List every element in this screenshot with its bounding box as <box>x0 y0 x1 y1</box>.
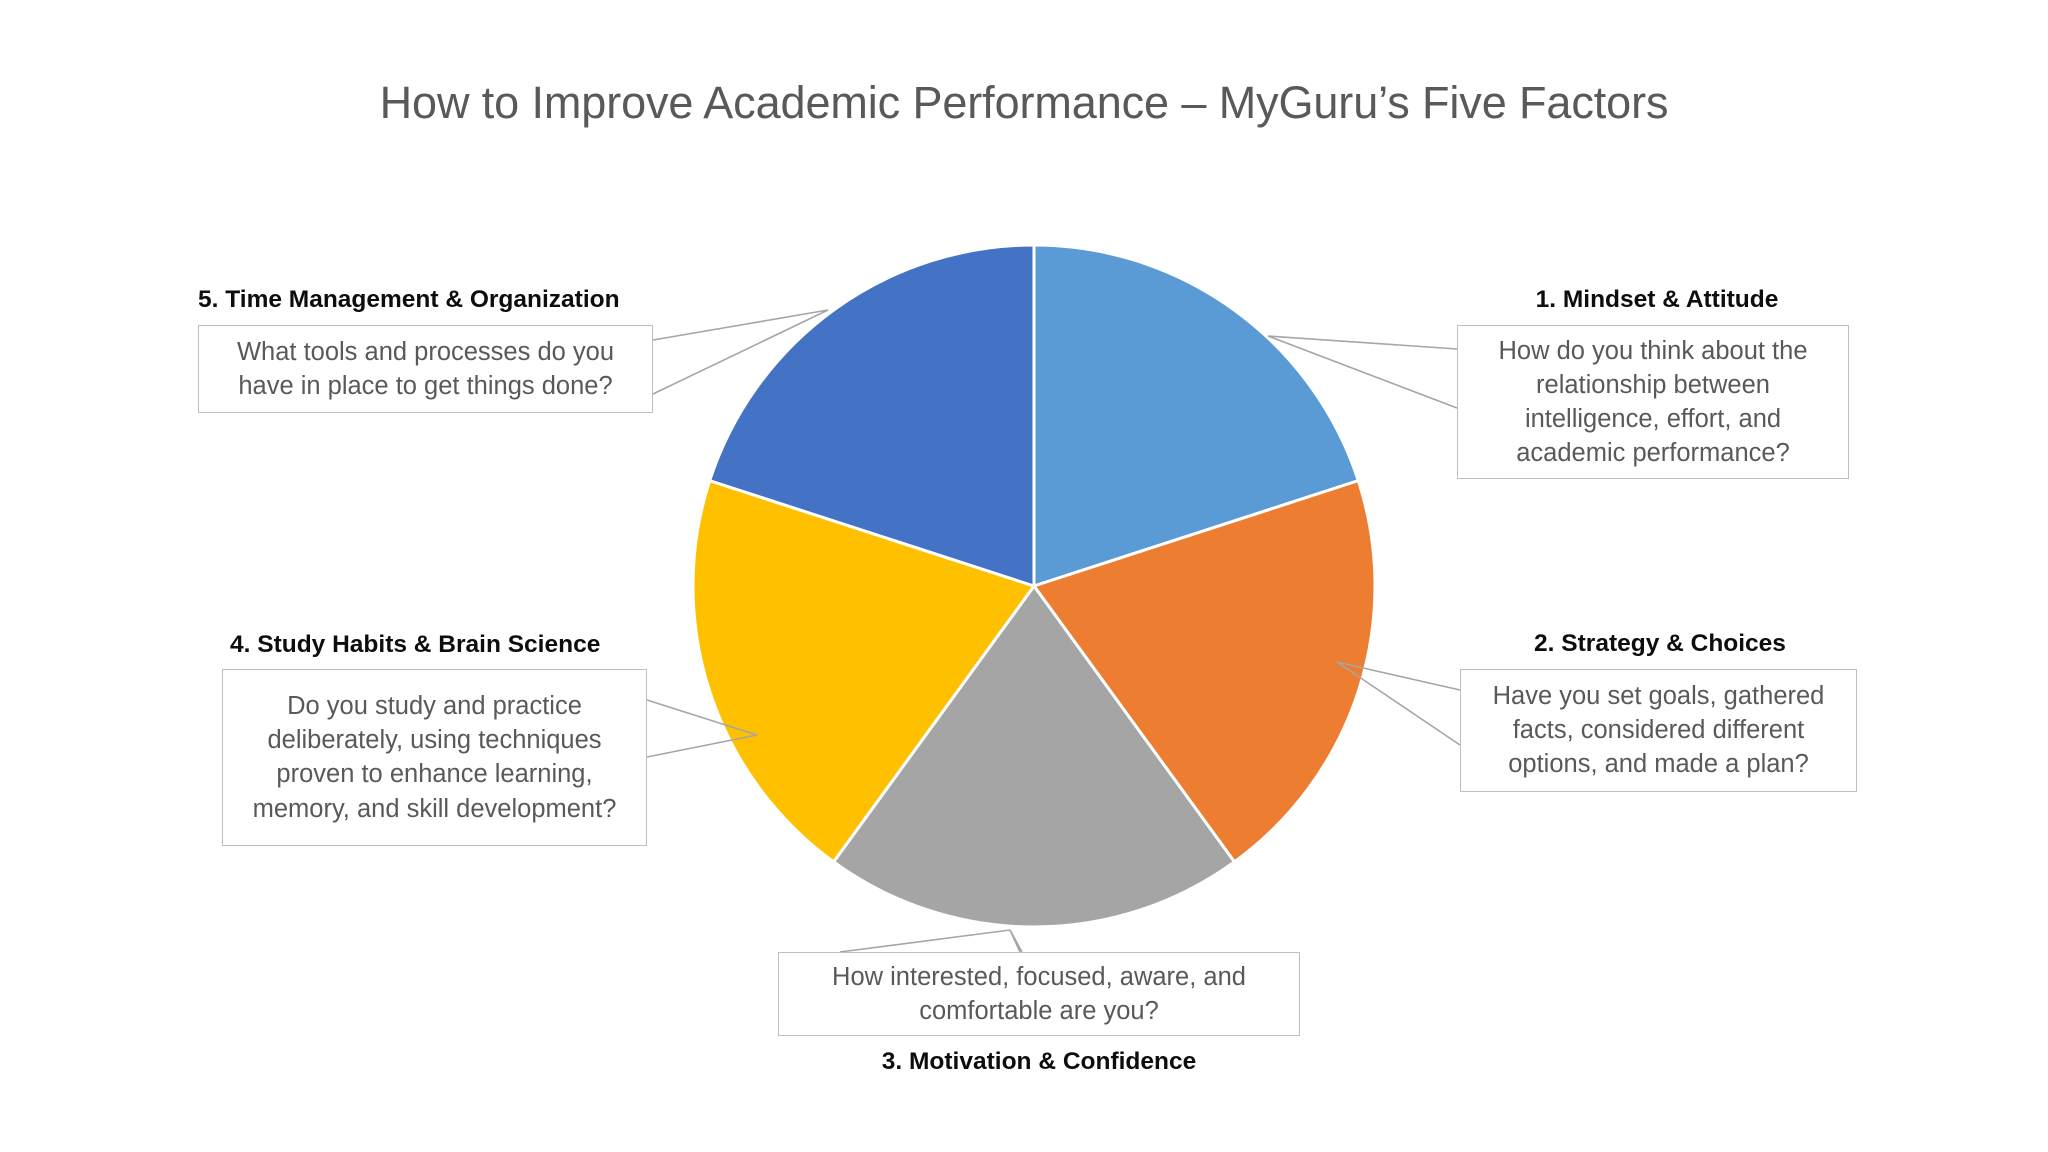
callout-text-strategy-choices: Have you set goals, gathered facts, cons… <box>1492 682 1825 779</box>
callout-heading-mindset-attitude: 1. Mindset & Attitude <box>1535 286 1779 313</box>
callout-text-mindset-attitude: How do you think about the relationship … <box>1498 336 1808 468</box>
pie-slice-4-study-habits-brain-science[interactable] <box>691 478 1037 864</box>
pie-slices <box>691 243 1377 929</box>
callout-heading-motivation-confidence: 3. Motivation & Confidence <box>881 1048 1197 1075</box>
callout-study-habits-brain-science: 4. Study Habits & Brain Science Do you s… <box>222 630 652 846</box>
callout-box-time-management-organization: What tools and processes do you have in … <box>198 324 653 413</box>
callout-box-mindset-attitude: How do you think about the relationship … <box>1457 324 1849 479</box>
callout-mindset-attitude: 1. Mindset & Attitude How do you think a… <box>1457 285 1857 479</box>
pie-slice-1-mindset-attitude[interactable] <box>1032 243 1361 589</box>
callout-text-motivation-confidence: How interested, focused, aware, and comf… <box>832 962 1246 1025</box>
leader-line-factor-3 <box>839 929 1023 953</box>
pie-slice-3-motivation-confidence[interactable] <box>831 583 1237 929</box>
callout-strategy-choices: 2. Strategy & Choices Have you set goals… <box>1460 629 1860 792</box>
callout-box-motivation-confidence: How interested, focused, aware, and comf… <box>778 952 1300 1036</box>
callout-box-strategy-choices: Have you set goals, gathered facts, cons… <box>1460 668 1857 792</box>
callout-heading-strategy-choices: 2. Strategy & Choices <box>1534 630 1786 657</box>
pie-slice-5-time-management-organization[interactable] <box>707 243 1036 589</box>
callout-time-management-organization: 5. Time Management & Organization What t… <box>198 285 658 413</box>
callout-motivation-confidence: How interested, focused, aware, and comf… <box>778 952 1300 1077</box>
callout-text-time-management-organization: What tools and processes do you have in … <box>236 337 615 400</box>
callout-heading-study-habits-brain-science: 4. Study Habits & Brain Science <box>230 631 601 658</box>
callout-box-study-habits-brain-science: Do you study and practice deliberately, … <box>222 668 647 846</box>
pie-chart <box>691 243 1377 929</box>
pie-chart-svg <box>691 243 1377 929</box>
callout-text-study-habits-brain-science: Do you study and practice deliberately, … <box>252 692 617 823</box>
page-title: How to Improve Academic Performance – My… <box>379 77 1669 128</box>
callout-heading-time-management-organization: 5. Time Management & Organization <box>198 286 620 313</box>
